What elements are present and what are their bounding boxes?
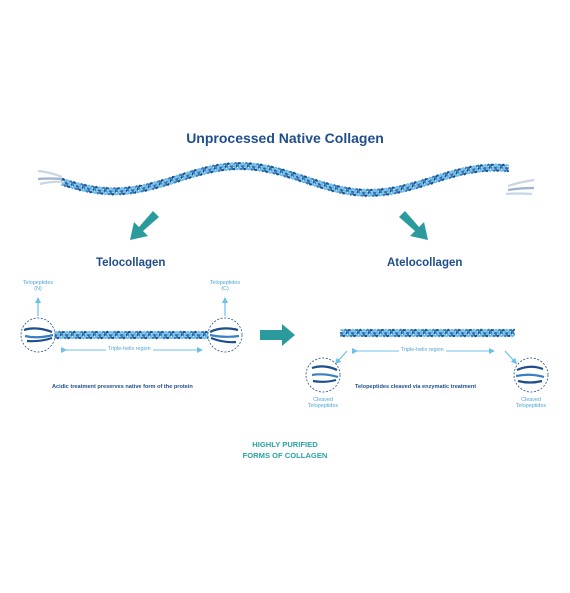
native-strand-chain-3 — [61, 161, 509, 198]
cleaved-telopeptides-left-label: Cleaved Telopeptides — [307, 397, 339, 410]
telopeptide-c-circle — [207, 317, 243, 353]
atelocollagen-strand — [340, 328, 515, 338]
atelo-strand-chain-3 — [340, 328, 515, 338]
atelocollagen-heading: Atelocollagen — [387, 257, 463, 269]
native-strand-chain-2 — [61, 161, 509, 198]
telocollagen-heading: Telocollagen — [96, 257, 166, 269]
telo-strand-chain-2 — [51, 330, 213, 340]
telo-treatment-note: Acidic treatment preserves native form o… — [52, 384, 193, 390]
cleaved-telopeptide-left-circle — [305, 357, 341, 393]
cleaved-telopeptides-right-label: Cleaved Telopeptides — [515, 397, 547, 410]
arrow-to-telocollagen — [130, 211, 159, 240]
cleave-arrow-right — [504, 350, 518, 365]
native-collagen-strand — [61, 161, 509, 198]
arrow-to-atelocollagen — [399, 211, 428, 240]
telo-strand-chain-1 — [51, 330, 213, 340]
cleave-arrow-left — [334, 350, 348, 365]
telopeptide-n-circle — [20, 317, 56, 353]
arrow-telo-to-atelo — [260, 324, 295, 346]
telopeptide-n-label: Telopeptides (N) — [22, 280, 54, 293]
telo-strand-chain-3 — [51, 330, 213, 340]
telocollagen-strand — [51, 330, 213, 340]
atelo-treatment-note: Telopeptides cleaved via enzymatic treat… — [355, 384, 477, 390]
native-frayed-end-left — [37, 169, 65, 186]
main-title: Unprocessed Native Collagen — [186, 130, 384, 146]
footer-line-1: HIGHLY PURIFIED — [252, 440, 318, 449]
footer-line-2: FORMS OF COLLAGEN — [242, 451, 328, 460]
atelo-region-label: Triple-helix region — [399, 347, 446, 353]
native-frayed-end-right — [505, 178, 535, 196]
atelo-strand-chain-2 — [340, 328, 515, 338]
telopeptide-c-label: Telopeptides (C) — [209, 280, 241, 293]
telo-region-label: Triple-helix region — [106, 346, 153, 352]
cleaved-telopeptide-right-circle — [513, 357, 549, 393]
